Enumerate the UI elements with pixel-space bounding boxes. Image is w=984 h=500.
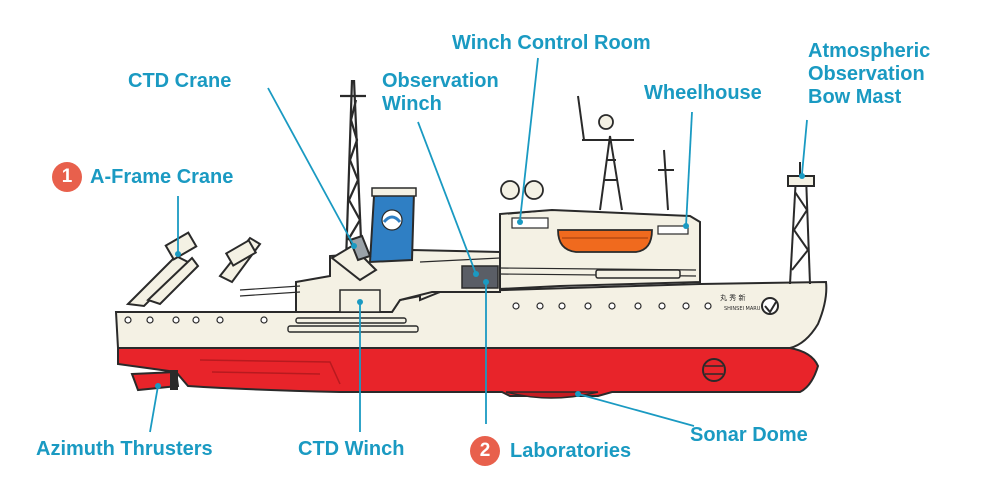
- svg-text:SHINSEI MARU: SHINSEI MARU: [724, 306, 761, 312]
- a-frame-crane: [125, 231, 262, 308]
- label-laboratories: Laboratories: [510, 440, 632, 462]
- hull-red-section: [117, 347, 820, 397]
- label-azimuth-thrusters: Azimuth Thrusters: [36, 438, 213, 460]
- label-winch-control-room: Winch Control Room: [452, 32, 651, 54]
- label-atmospheric-mast: Atmospheric Observation Bow Mast: [808, 40, 931, 108]
- label-wheelhouse: Wheelhouse: [644, 82, 762, 104]
- funnel-logo-icon: [381, 209, 403, 231]
- azimuth-thrusters: [130, 370, 180, 392]
- label-ctd-winch: CTD Winch: [298, 438, 405, 460]
- svg-text:丸 秀 新: 丸 秀 新: [720, 293, 745, 302]
- label-sonar-dome: Sonar Dome: [690, 424, 808, 446]
- observation-winch: [461, 265, 499, 289]
- ship-emblem-icon: [761, 297, 779, 315]
- badge-2: 2: [470, 436, 500, 466]
- hawse-icon: [702, 358, 726, 382]
- lifeboat-icon: [557, 229, 653, 253]
- label-a-frame-crane: A-Frame Crane: [90, 166, 234, 188]
- leader-lines: [149, 57, 808, 433]
- label-observation-winch: Observation Winch: [382, 70, 499, 115]
- bow-mast: [787, 162, 815, 285]
- label-ctd-crane: CTD Crane: [128, 70, 232, 92]
- sonar-dome: [505, 391, 599, 399]
- badge-1: 1: [52, 162, 82, 192]
